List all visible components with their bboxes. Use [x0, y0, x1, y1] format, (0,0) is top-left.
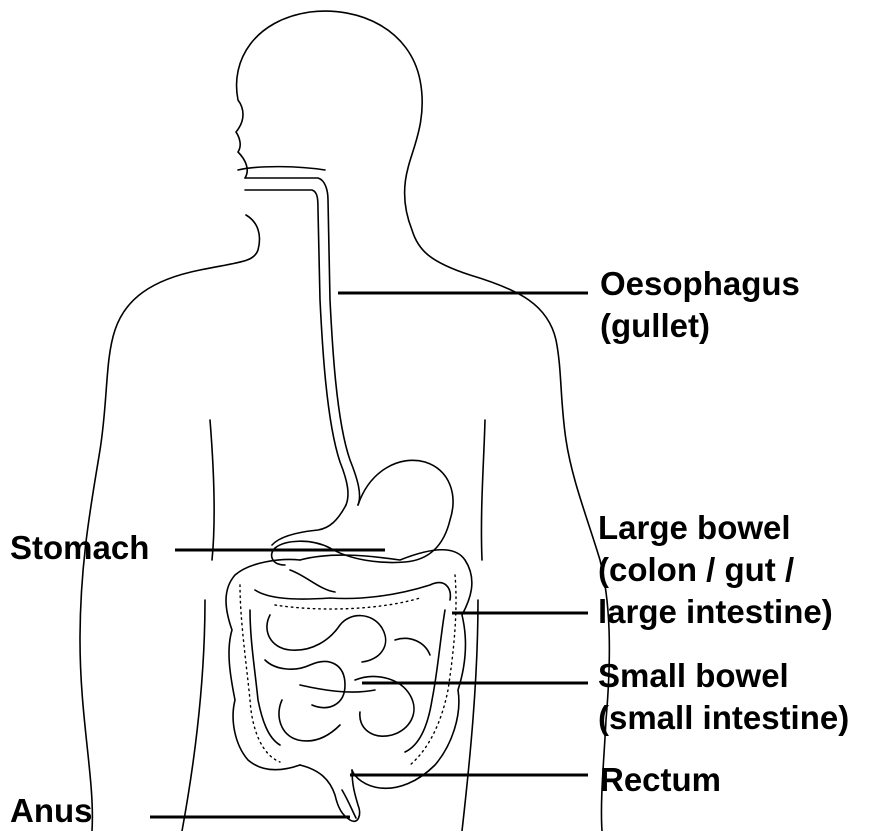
small-bowel-label: Small bowel [598, 656, 789, 696]
stomach-label: Stomach [10, 528, 149, 568]
anus-label: Anus [10, 791, 93, 831]
large-bowel-alt-label-2: large intestine) [598, 592, 833, 632]
small-bowel-shape [265, 570, 430, 741]
rectum-label: Rectum [600, 760, 721, 800]
large-bowel-alt-label-1: (colon / gut / [598, 550, 794, 590]
oesophagus-tube [245, 178, 360, 505]
oesophagus-label: Oesophagus [600, 264, 800, 304]
body-outline [80, 11, 609, 831]
oesophagus-alt-label: (gullet) [600, 306, 710, 346]
large-bowel-label: Large bowel [598, 508, 791, 548]
colon-shape [226, 550, 472, 821]
small-bowel-alt-label: (small intestine) [598, 698, 849, 738]
